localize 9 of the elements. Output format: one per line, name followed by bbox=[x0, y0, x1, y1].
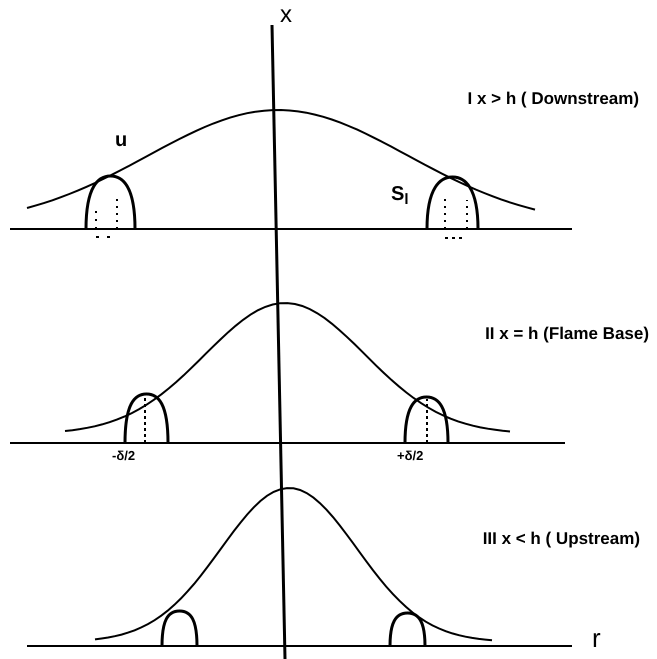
tick-label: -δ/2 bbox=[112, 448, 136, 464]
region-label: II x = h (Flame Base) bbox=[485, 323, 649, 344]
axis-label: x bbox=[280, 0, 292, 30]
axis-label: r bbox=[592, 622, 601, 654]
region-label: I x > h ( Downstream) bbox=[468, 88, 639, 110]
region-label: III x < h ( Upstream) bbox=[482, 528, 640, 550]
curve-label: u bbox=[115, 128, 128, 153]
curve-label: S$_{l}$ bbox=[391, 182, 409, 207]
tick-label: +δ/2 bbox=[397, 448, 424, 464]
